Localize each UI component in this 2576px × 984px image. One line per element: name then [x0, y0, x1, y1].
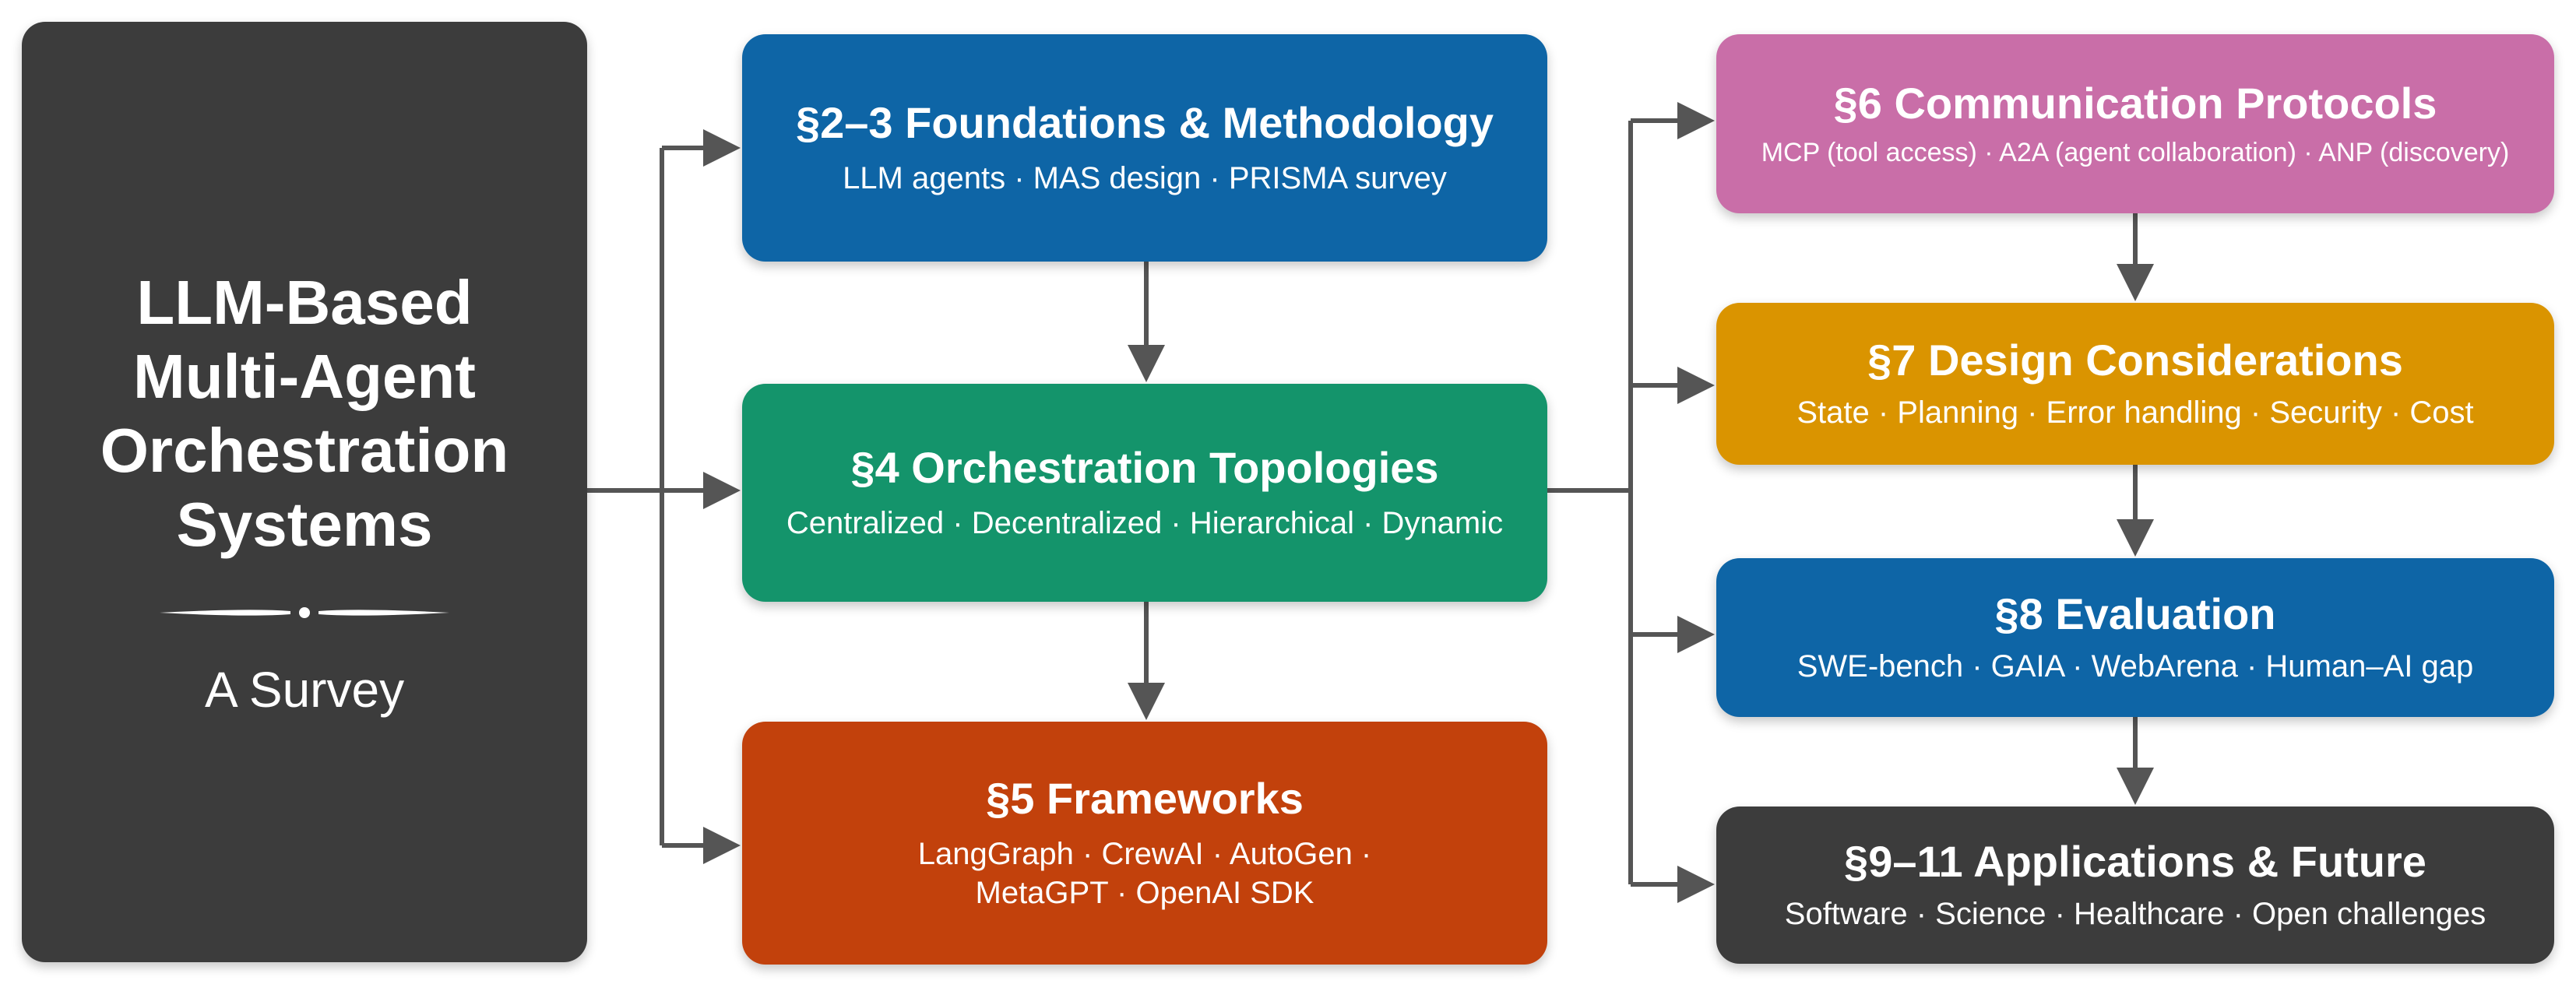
- section-subtitle-line: Centralized · Decentralized · Hierarchic…: [786, 506, 1504, 541]
- section-subtitle-line: Software · Science · Healthcare · Open c…: [1784, 897, 2486, 932]
- section-subtitle: State · Planning · Error handling · Secu…: [1797, 393, 2473, 432]
- section-box-design: §7 Design Considerations State · Plannin…: [1716, 303, 2554, 465]
- section-subtitle: SWE-bench · GAIA · WebArena · Human–AI g…: [1797, 647, 2474, 686]
- section-box-foundations: §2–3 Foundations & Methodology LLM agent…: [742, 34, 1547, 262]
- section-title: §8 Evaluation: [1994, 589, 2276, 638]
- section-title: §9–11 Applications & Future: [1844, 836, 2426, 886]
- main-title-line: Systems: [176, 490, 433, 560]
- section-title: §2–3 Foundations & Methodology: [795, 97, 1494, 147]
- section-title: §7 Design Considerations: [1867, 335, 2403, 385]
- section-subtitle-line: MetaGPT · OpenAI SDK: [975, 876, 1314, 911]
- section-box-frameworks: §5 Frameworks LangGraph · CrewAI · AutoG…: [742, 722, 1547, 965]
- section-title: §4 Orchestration Topologies: [850, 442, 1439, 492]
- section-title: §5 Frameworks: [986, 773, 1304, 823]
- section-box-applications: §9–11 Applications & Future Software · S…: [1716, 807, 2554, 964]
- section-box-orchestration: §4 Orchestration Topologies Centralized …: [742, 384, 1547, 602]
- main-title: LLM-Based Multi-Agent Orchestration Syst…: [100, 265, 509, 562]
- section-box-evaluation: §8 Evaluation SWE-bench · GAIA · WebAren…: [1716, 558, 2554, 717]
- main-topic-box: LLM-Based Multi-Agent Orchestration Syst…: [22, 22, 587, 962]
- section-subtitle: LangGraph · CrewAI · AutoGen · MetaGPT ·…: [918, 835, 1372, 912]
- section-subtitle: MCP (tool access) · A2A (agent collabora…: [1761, 136, 2510, 170]
- section-subtitle-line: SWE-bench · GAIA · WebArena · Human–AI g…: [1797, 649, 2474, 684]
- section-subtitle-line: LLM agents · MAS design · PRISMA survey: [843, 161, 1447, 196]
- section-subtitle: LLM agents · MAS design · PRISMA survey: [843, 159, 1447, 198]
- section-subtitle: Centralized · Decentralized · Hierarchic…: [787, 504, 1503, 543]
- section-box-protocols: §6 Communication Protocols MCP (tool acc…: [1716, 34, 2554, 213]
- main-title-line: Multi-Agent: [133, 341, 476, 411]
- section-subtitle-line: LangGraph · CrewAI · AutoGen ·: [917, 837, 1372, 872]
- main-title-line: Orchestration: [100, 416, 509, 485]
- section-title: §6 Communication Protocols: [1833, 78, 2437, 128]
- main-title-line: LLM-Based: [136, 267, 473, 337]
- ornament-divider: [160, 607, 449, 619]
- section-subtitle-line: State · Planning · Error handling · Secu…: [1797, 395, 2474, 430]
- section-subtitle-line: MCP (tool access) · A2A (agent collabora…: [1761, 137, 2510, 167]
- section-subtitle: Software · Science · Healthcare · Open c…: [1785, 894, 2486, 933]
- main-subtitle: A Survey: [204, 662, 405, 719]
